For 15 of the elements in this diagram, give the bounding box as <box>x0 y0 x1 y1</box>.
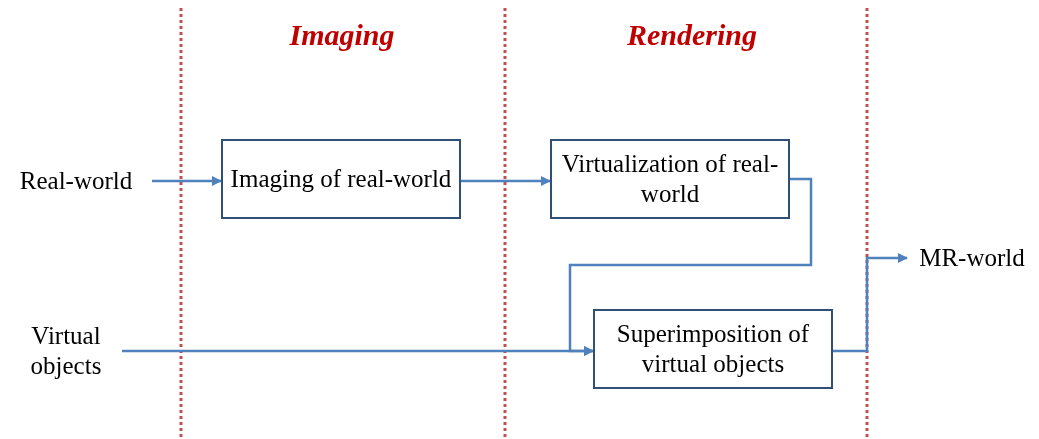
process-box <box>550 139 790 219</box>
input-label: Real-world <box>19 166 133 196</box>
input-label: Virtual objects <box>29 321 103 381</box>
arrow <box>152 176 222 186</box>
stage-heading: Rendering <box>627 18 757 52</box>
stage-heading: Imaging <box>289 18 395 52</box>
process-text: Virtualization of real-world <box>560 149 780 209</box>
arrow <box>833 253 908 353</box>
arrow <box>122 346 594 356</box>
process-box <box>593 309 833 389</box>
process-text: Superimposition of virtual objects <box>615 319 811 379</box>
arrow <box>461 176 551 186</box>
process-text: Imaging of real-world <box>230 164 452 194</box>
output-label: MR-world <box>919 243 1025 273</box>
process-box <box>221 139 461 219</box>
